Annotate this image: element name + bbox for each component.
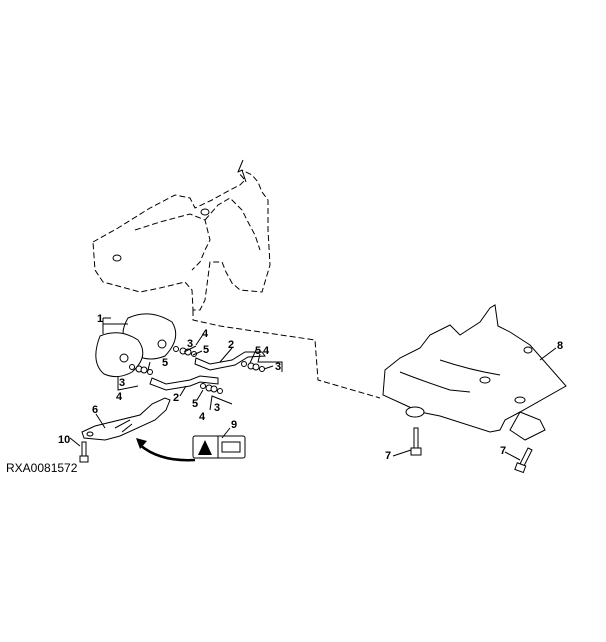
bracket	[81, 397, 171, 441]
warning-label	[192, 435, 246, 459]
callout-3: 3	[214, 402, 220, 414]
accumulator-pair	[95, 313, 177, 378]
callout-2: 2	[228, 339, 234, 351]
cap-screw-7a	[410, 427, 422, 456]
callout-5: 5	[255, 345, 261, 357]
warning-triangle-icon	[198, 440, 212, 455]
cap-screw-7b	[514, 447, 533, 474]
housing-phantom-outline	[92, 159, 381, 399]
arrow-head	[136, 438, 147, 449]
leader-lines	[69, 317, 557, 461]
accumulator-port	[157, 339, 167, 349]
accumulator-port	[119, 353, 129, 363]
callout-3: 3	[275, 361, 281, 373]
callout-2: 2	[173, 392, 179, 404]
callout-8: 8	[557, 340, 563, 352]
mounting-plate	[382, 304, 567, 441]
callout-4: 4	[199, 411, 206, 423]
callout-4: 4	[263, 345, 270, 357]
callout-7: 7	[385, 450, 391, 462]
callout-5: 5	[192, 398, 198, 410]
housing-hole	[200, 208, 210, 216]
cap-screw-10	[79, 441, 89, 463]
callout-1: 1	[97, 313, 103, 325]
figure-id: RXA0081572	[6, 461, 78, 475]
callout-5: 5	[162, 357, 168, 369]
callout-9: 9	[231, 419, 237, 431]
callout-6: 6	[92, 404, 98, 416]
callout-10: 10	[58, 434, 70, 446]
manual-book-icon	[221, 441, 241, 453]
callout-3: 3	[187, 338, 193, 350]
callout-4: 4	[202, 328, 209, 340]
callouts: 1 2 2 3 3 3 3 4 4 4 4 5 5 5 5 6 7 7 8 9 …	[58, 313, 563, 462]
callout-3: 3	[119, 377, 125, 389]
callout-7: 7	[500, 445, 506, 457]
hydraulic-lines	[149, 351, 266, 391]
callout-4: 4	[116, 391, 123, 403]
callout-5: 5	[203, 344, 209, 356]
label-placement-arrow	[139, 444, 196, 462]
housing-hole	[112, 254, 122, 262]
fittings-orings	[129, 346, 265, 394]
